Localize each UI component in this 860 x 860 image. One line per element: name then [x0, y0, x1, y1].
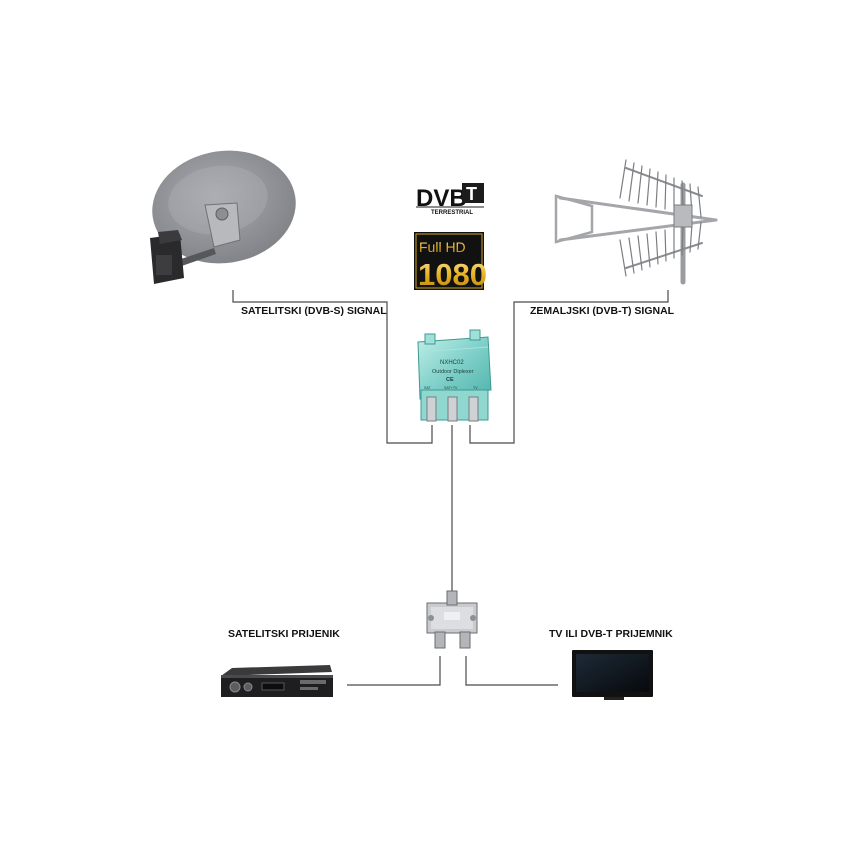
diplexer-port-right: TV [473, 386, 478, 390]
diplexer-ce-mark: CE [446, 377, 454, 383]
diplexer-name: Outdoor Diplexer [432, 369, 474, 375]
fullhd-logo-top: Full HD [419, 239, 466, 255]
line-splitter-to-sat-receiver [347, 656, 441, 686]
line-antenna-to-diplexer [469, 290, 669, 444]
satellite-dish-icon [150, 150, 296, 284]
satellite-receiver-icon [221, 665, 333, 697]
splitter-device [426, 590, 478, 649]
terrestrial-antenna-icon [554, 159, 718, 285]
satellite-signal-label: SATELITSKI (DVB-S) SIGNAL [241, 305, 387, 317]
diplexer-device: NXHC02 Outdoor Diplexer CE SAT SAT+TV TV [417, 329, 492, 422]
dvbt-logo-letter: T [466, 184, 477, 204]
line-splitter-to-tv [465, 656, 558, 686]
fullhd-logo: Full HD 1080 [414, 232, 487, 292]
terrestrial-signal-label: ZEMALJSKI (DVB-T) SIGNAL [530, 305, 675, 317]
diplexer-port-mid: SAT+TV [444, 386, 458, 390]
dvbt-logo: DVB T TERRESTRIAL [416, 182, 484, 216]
fullhd-logo-number: 1080 [418, 257, 487, 292]
satellite-receiver-label: SATELITSKI PRIJENIK [228, 628, 340, 640]
dvbt-logo-sub: TERRESTRIAL [431, 210, 473, 216]
dvbt-logo-text: DVB [416, 185, 467, 212]
diplexer-model: NXHC02 [440, 360, 464, 366]
connection-lines [232, 290, 669, 686]
tv-icon [572, 650, 653, 700]
line-dish-to-diplexer [232, 290, 433, 444]
tv-receiver-label: TV ILI DVB-T PRIJEMNIK [549, 628, 673, 640]
diplexer-port-left: SAT [424, 386, 432, 390]
